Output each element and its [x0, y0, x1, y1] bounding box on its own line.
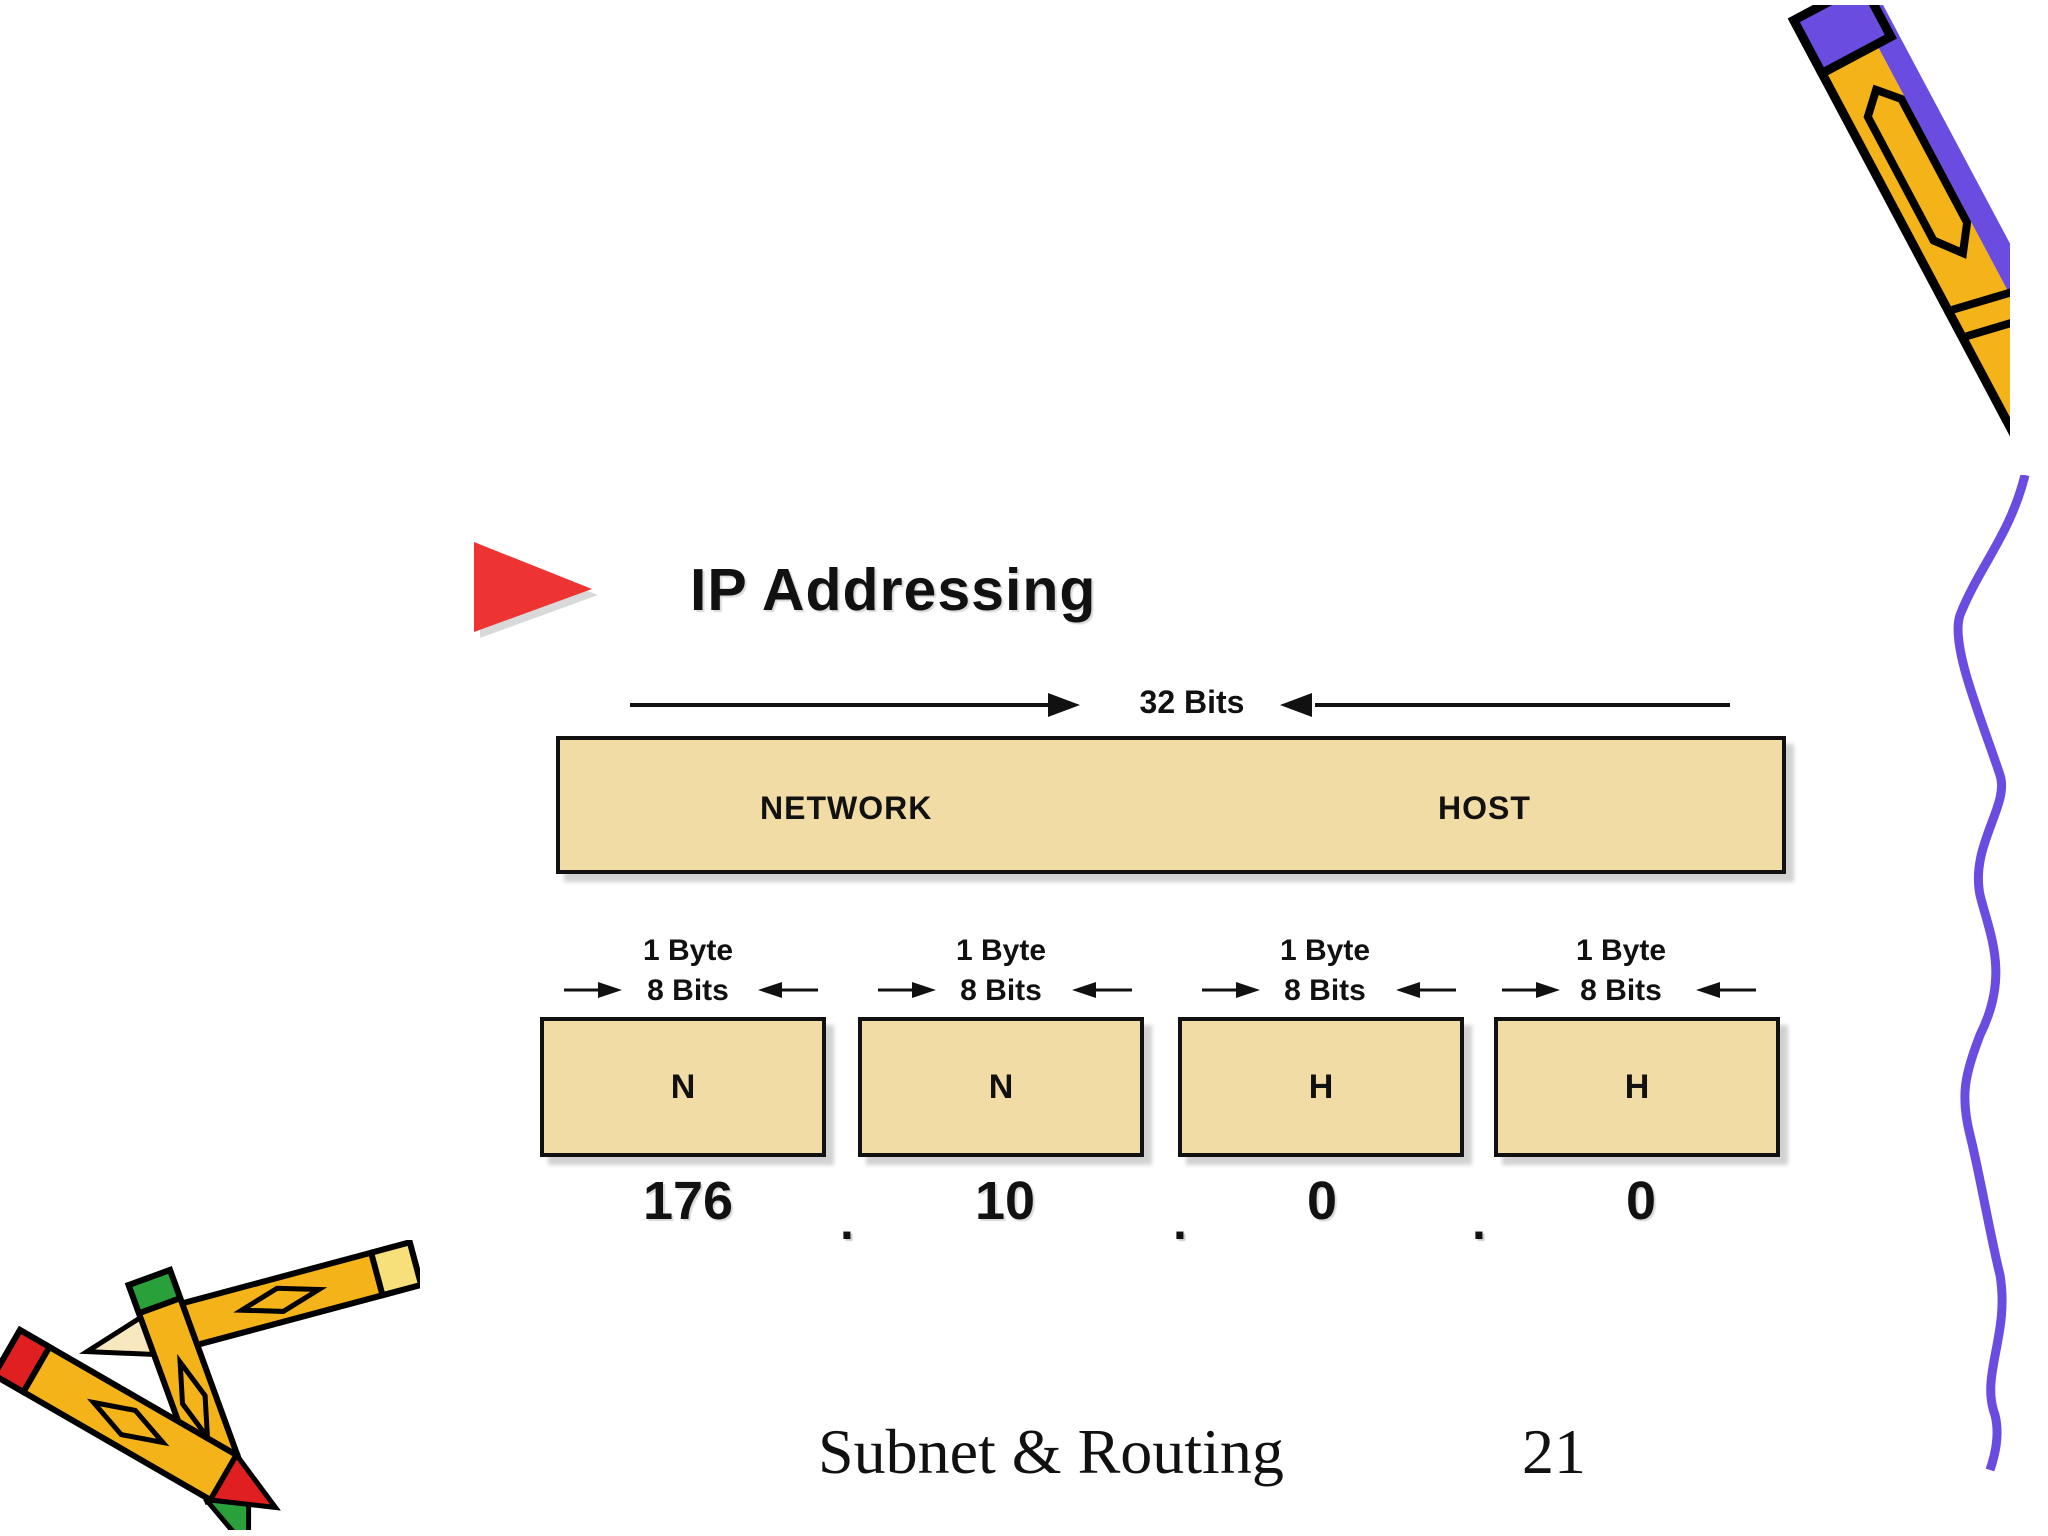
octet-value: 176 [642, 1171, 734, 1231]
octet-value: 0 [1625, 1171, 1657, 1231]
octet-bit-arrows [878, 982, 1132, 998]
octet-value: 0 [1306, 1171, 1338, 1231]
bits-label: 8 Bits [1284, 974, 1366, 1007]
octet-value: 10 [974, 1171, 1036, 1231]
octet-bit-arrows [564, 982, 818, 998]
octet-separator-dot: . [1173, 1194, 1187, 1250]
page-number: 21 [1522, 1416, 1586, 1487]
octet-box: H [1494, 1017, 1780, 1157]
octet-box: N [540, 1017, 826, 1157]
byte-label: 1 Byte [642, 934, 734, 967]
network-label: NETWORK [760, 790, 933, 826]
footer-text: Subnet & Routing [818, 1416, 1284, 1487]
bits-label: 8 Bits [647, 974, 729, 1007]
octet-separator-dot: . [840, 1194, 854, 1250]
crossed-pencils-icon [0, 1240, 420, 1530]
byte-label: 1 Byte [1575, 934, 1667, 967]
bullet-arrow-icon [474, 542, 598, 638]
bits-label: 8 Bits [960, 974, 1042, 1007]
squiggle-line [1953, 475, 2030, 1472]
octet-bit-arrows [1202, 982, 1456, 998]
byte-label: 1 Byte [1279, 934, 1371, 967]
octet-separator-dot: . [1472, 1194, 1486, 1250]
octet-bit-arrows [1502, 982, 1756, 998]
slide-title: IP Addressing [690, 557, 1097, 623]
byte-label: 1 Byte [955, 934, 1047, 967]
bits-label: 8 Bits [1580, 974, 1662, 1007]
pencil-icon [1787, 5, 2010, 442]
octet-box: H [1178, 1017, 1464, 1157]
octet-box: N [858, 1017, 1144, 1157]
address-box: NETWORK HOST [556, 736, 1786, 874]
bit-span-arrows [630, 693, 1730, 717]
host-label: HOST [1438, 790, 1531, 826]
total-bits-label: 32 Bits [1139, 684, 1245, 720]
